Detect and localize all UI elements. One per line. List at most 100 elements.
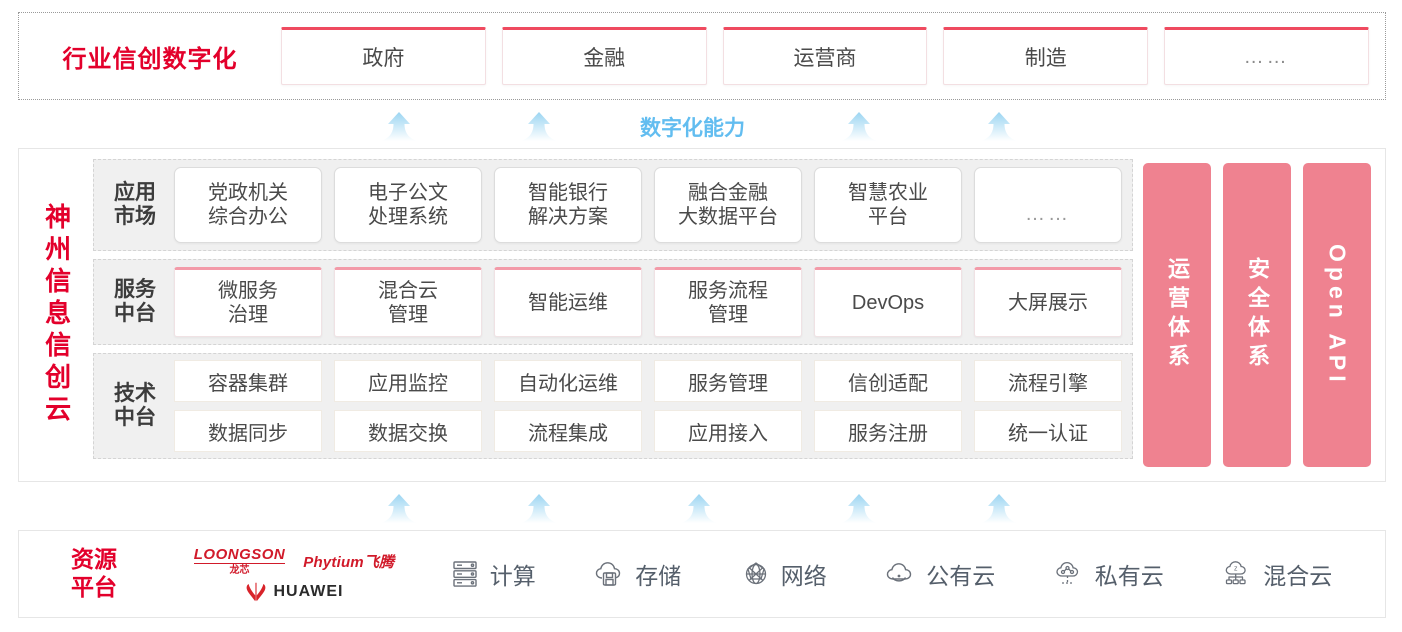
app-tile-smart-agriculture[interactable]: 智慧农业平台 — [814, 167, 962, 243]
up-arrow-icon — [381, 494, 417, 524]
loongson-logo-cn: 龙芯 — [229, 564, 250, 576]
tech-tile-process-integration[interactable]: 流程集成 — [494, 410, 642, 452]
svc-tile-hybrid-cloud-mgmt[interactable]: 混合云管理 — [334, 267, 482, 337]
huawei-logo-text: HUAWEI — [273, 582, 344, 600]
resource-item-label: 计算 — [489, 563, 536, 589]
public-cloud-icon — [884, 557, 918, 591]
svc-tile-big-screen-display[interactable]: 大屏展示 — [974, 267, 1122, 337]
tile-line2: 管理 — [708, 304, 748, 326]
resource-item-storage[interactable]: 存储 — [593, 557, 681, 591]
app-tile-more[interactable]: …… — [974, 167, 1122, 243]
layer-label-line1: 技术 — [114, 382, 156, 406]
tech-tile-unified-auth[interactable]: 统一认证 — [974, 410, 1122, 452]
tech-tile-container-cluster[interactable]: 容器集群 — [174, 360, 322, 402]
resource-item-hybrid-cloud[interactable]: z 混合云 — [1221, 557, 1332, 591]
resource-title-line1: 资源 — [71, 546, 117, 573]
tech-row-2: 数据同步 数据交换 流程集成 应用接入 服务注册 统一认证 — [174, 410, 1122, 452]
vendor-logos: LOONGSON 龙芯 Phytium飞腾 — [169, 547, 419, 602]
layer-label-line2: 中台 — [114, 406, 156, 429]
resource-item-compute[interactable]: 计算 — [448, 557, 536, 591]
layer-label-line1: 服务 — [114, 278, 156, 302]
app-tile-e-document[interactable]: 电子公文处理系统 — [334, 167, 482, 243]
layer-tech-platform-label: 技术 中台 — [104, 382, 166, 429]
layer-label-line2: 中台 — [114, 302, 156, 325]
tech-row-1: 容器集群 应用监控 自动化运维 服务管理 信创适配 流程引擎 — [174, 360, 1122, 402]
resource-item-label: 公有云 — [926, 563, 996, 589]
resource-item-label: 存储 — [635, 563, 682, 589]
pillar-security-system[interactable]: 安全体系 — [1223, 163, 1291, 467]
tile-line1: DevOps — [851, 291, 925, 314]
app-tile-finance-bigdata[interactable]: 融合金融大数据平台 — [654, 167, 802, 243]
tile-line1: 混合云 — [378, 279, 438, 302]
pillar-open-api[interactable]: Open API — [1303, 163, 1371, 467]
loongson-logo: LOONGSON 龙芯 — [193, 547, 286, 576]
up-arrow-icon — [521, 112, 557, 142]
tile-line1: 智慧农业 — [848, 181, 928, 204]
capability-label: 数字化能力 — [640, 117, 745, 140]
industry-box-government[interactable]: 政府 — [281, 27, 486, 85]
tech-tile-service-registry[interactable]: 服务注册 — [814, 410, 962, 452]
up-arrow-icon — [681, 494, 717, 524]
tile-line2: 平台 — [868, 206, 908, 228]
resource-item-label: 私有云 — [1094, 563, 1164, 589]
service-platform-tiles: 微服务治理 混合云管理 智能运维 服务流程管理 DevOps — [174, 267, 1122, 337]
tech-tile-process-engine[interactable]: 流程引擎 — [974, 360, 1122, 402]
pillar-operations-system[interactable]: 运营体系 — [1143, 163, 1211, 467]
tile-line1: 融合金融 — [688, 181, 768, 204]
tile-line2: 治理 — [228, 304, 268, 326]
tech-tile-data-exchange[interactable]: 数据交换 — [334, 410, 482, 452]
tech-tile-app-access[interactable]: 应用接入 — [654, 410, 802, 452]
phytium-logo: Phytium飞腾 — [303, 553, 395, 571]
industry-box-finance[interactable]: 金融 — [501, 27, 707, 85]
resource-item-network[interactable]: 网络 — [739, 557, 827, 591]
svc-tile-microservice-governance[interactable]: 微服务治理 — [174, 267, 322, 337]
server-icon — [448, 557, 482, 591]
up-arrow-icon — [841, 494, 877, 524]
huawei-mark-icon — [245, 582, 267, 602]
svc-tile-service-process-mgmt[interactable]: 服务流程管理 — [654, 267, 802, 337]
private-cloud-icon — [1053, 557, 1087, 591]
up-arrow-icon — [381, 112, 417, 142]
pillar-label: 安全体系 — [1245, 257, 1270, 373]
pillar-label: Open API — [1324, 243, 1351, 387]
cloud-pillars: 运营体系 安全体系 Open API — [1133, 149, 1385, 481]
svg-text:z: z — [1234, 566, 1238, 573]
tile-line1: 大屏展示 — [1008, 291, 1088, 314]
svc-tile-smart-ops[interactable]: 智能运维 — [494, 267, 642, 337]
layer-label-line2: 市场 — [114, 205, 156, 228]
resource-item-list: 计算 存储 — [419, 557, 1385, 591]
tile-line2: 解决方案 — [528, 206, 608, 228]
tech-tile-automated-ops[interactable]: 自动化运维 — [494, 360, 642, 402]
cloud-layers: 应用 市场 党政机关综合办公 电子公文处理系统 智能银行解决方案 融合金融大数据… — [93, 149, 1133, 481]
app-tile-govt-office[interactable]: 党政机关综合办公 — [174, 167, 322, 243]
industry-box-more[interactable]: …… — [1164, 27, 1369, 85]
huawei-logo: HUAWEI — [245, 582, 344, 602]
tile-line1: 党政机关 — [208, 181, 288, 204]
tile-line1: 微服务 — [218, 279, 278, 302]
layer-label-line1: 应用 — [114, 181, 156, 205]
resource-platform-card: 资源 平台 LOONGSON 龙芯 Phytium飞腾 — [18, 530, 1386, 618]
hybrid-cloud-icon: z — [1221, 557, 1255, 591]
tech-tile-service-mgmt[interactable]: 服务管理 — [654, 360, 802, 402]
layer-service-platform-label: 服务 中台 — [104, 278, 166, 325]
layer-service-platform: 服务 中台 微服务治理 混合云管理 智能运维 服务流程管理 — [93, 259, 1133, 345]
app-tile-smart-bank[interactable]: 智能银行解决方案 — [494, 167, 642, 243]
up-arrow-icon — [521, 494, 557, 524]
resource-item-private-cloud[interactable]: 私有云 — [1053, 557, 1164, 591]
industry-box-telecom[interactable]: 运营商 — [722, 27, 928, 85]
cloud-platform-card: 神州信息信创云 应用 市场 党政机关综合办公 电子公文处理系统 智能银行 — [18, 148, 1386, 482]
app-market-tiles: 党政机关综合办公 电子公文处理系统 智能银行解决方案 融合金融大数据平台 智慧农… — [174, 167, 1122, 243]
cloud-storage-icon — [593, 557, 627, 591]
tile-line2: 大数据平台 — [678, 206, 778, 228]
up-arrow-icon — [841, 112, 877, 142]
industry-box-manufacturing[interactable]: 制造 — [943, 27, 1149, 85]
tech-tile-app-monitoring[interactable]: 应用监控 — [334, 360, 482, 402]
tech-tile-xinchuang-adaptation[interactable]: 信创适配 — [814, 360, 962, 402]
tech-tile-data-sync[interactable]: 数据同步 — [174, 410, 322, 452]
vendor-logo-row-2: HUAWEI — [245, 582, 344, 602]
tile-line2: 综合办公 — [208, 206, 288, 228]
svc-tile-devops[interactable]: DevOps — [814, 267, 962, 337]
resource-item-public-cloud[interactable]: 公有云 — [884, 557, 995, 591]
tile-line2: 处理系统 — [368, 206, 448, 228]
